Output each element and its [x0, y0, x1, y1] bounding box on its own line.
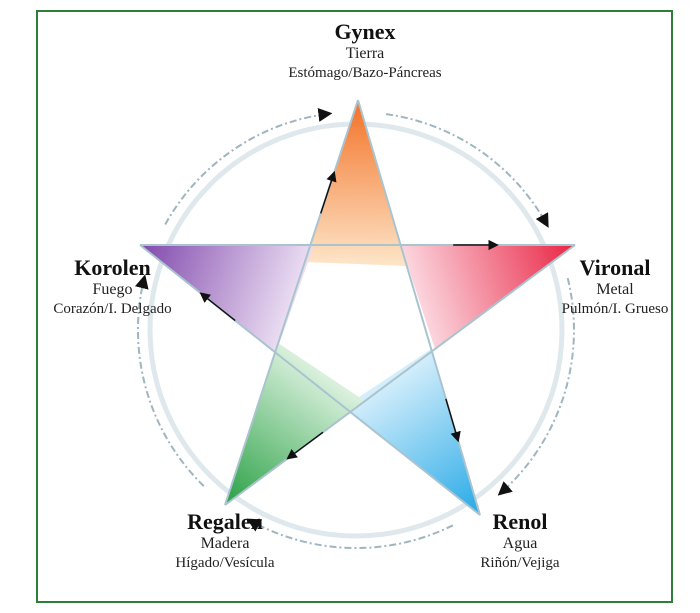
- star-point-renol: [344, 349, 480, 515]
- controlling-arrow-gynex: [445, 398, 461, 443]
- generating-arrow-renol: [246, 518, 454, 549]
- controlling-arrow-regalen: [320, 170, 337, 214]
- generating-arrow-korolen: [164, 108, 333, 225]
- node-element-gynex: Tierra: [345, 45, 385, 62]
- node-label-gynex: Gynex Tierra Estómago/Bazo-Páncreas: [270, 20, 460, 83]
- pentagram-line-0: [357, 99, 481, 516]
- controlling-arrow-renol: [199, 292, 236, 322]
- node-name-regalen: Regalen: [187, 509, 263, 534]
- star-point-vironal: [401, 245, 575, 349]
- node-label-vironal: Vironal Metal Pulmón/I. Grueso: [540, 256, 690, 319]
- node-organs-korolen: Corazón/I. Delgado: [53, 301, 172, 317]
- node-element-regalen: Madera: [200, 535, 250, 552]
- pentagram-line-3: [224, 244, 576, 506]
- generating-arrow-regalen: [134, 274, 205, 487]
- node-label-korolen: Korolen Fuego Corazón/I. Delgado: [30, 256, 195, 319]
- pentagram-line-4: [224, 99, 359, 506]
- node-organs-regalen: Hígado/Vesícula: [175, 555, 275, 571]
- node-element-korolen: Fuego: [92, 281, 133, 298]
- star-point-gynex: [304, 100, 407, 266]
- node-element-renol: Agua: [502, 535, 538, 552]
- generating-arrow-vironal: [497, 277, 575, 496]
- node-label-regalen: Regalen Madera Hígado/Vesícula: [150, 510, 300, 573]
- node-name-vironal: Vironal: [579, 255, 651, 280]
- node-organs-vironal: Pulmón/I. Grueso: [561, 301, 669, 317]
- node-organs-renol: Riñón/Vejiga: [480, 555, 560, 571]
- node-name-korolen: Korolen: [74, 255, 151, 280]
- generating-arrow-gynex: [385, 113, 549, 228]
- pentagram-line-1: [139, 244, 481, 516]
- node-element-vironal: Metal: [596, 281, 634, 298]
- node-label-renol: Renol Agua Riñón/Vejiga: [450, 510, 590, 573]
- node-name-gynex: Gynex: [334, 19, 396, 44]
- controlling-arrow-vironal: [286, 431, 324, 460]
- node-name-renol: Renol: [492, 509, 548, 534]
- star-point-korolen: [140, 245, 314, 353]
- node-organs-gynex: Estómago/Bazo-Páncreas: [288, 65, 442, 81]
- star-point-regalen: [225, 343, 365, 505]
- diagram-frame: [36, 10, 673, 603]
